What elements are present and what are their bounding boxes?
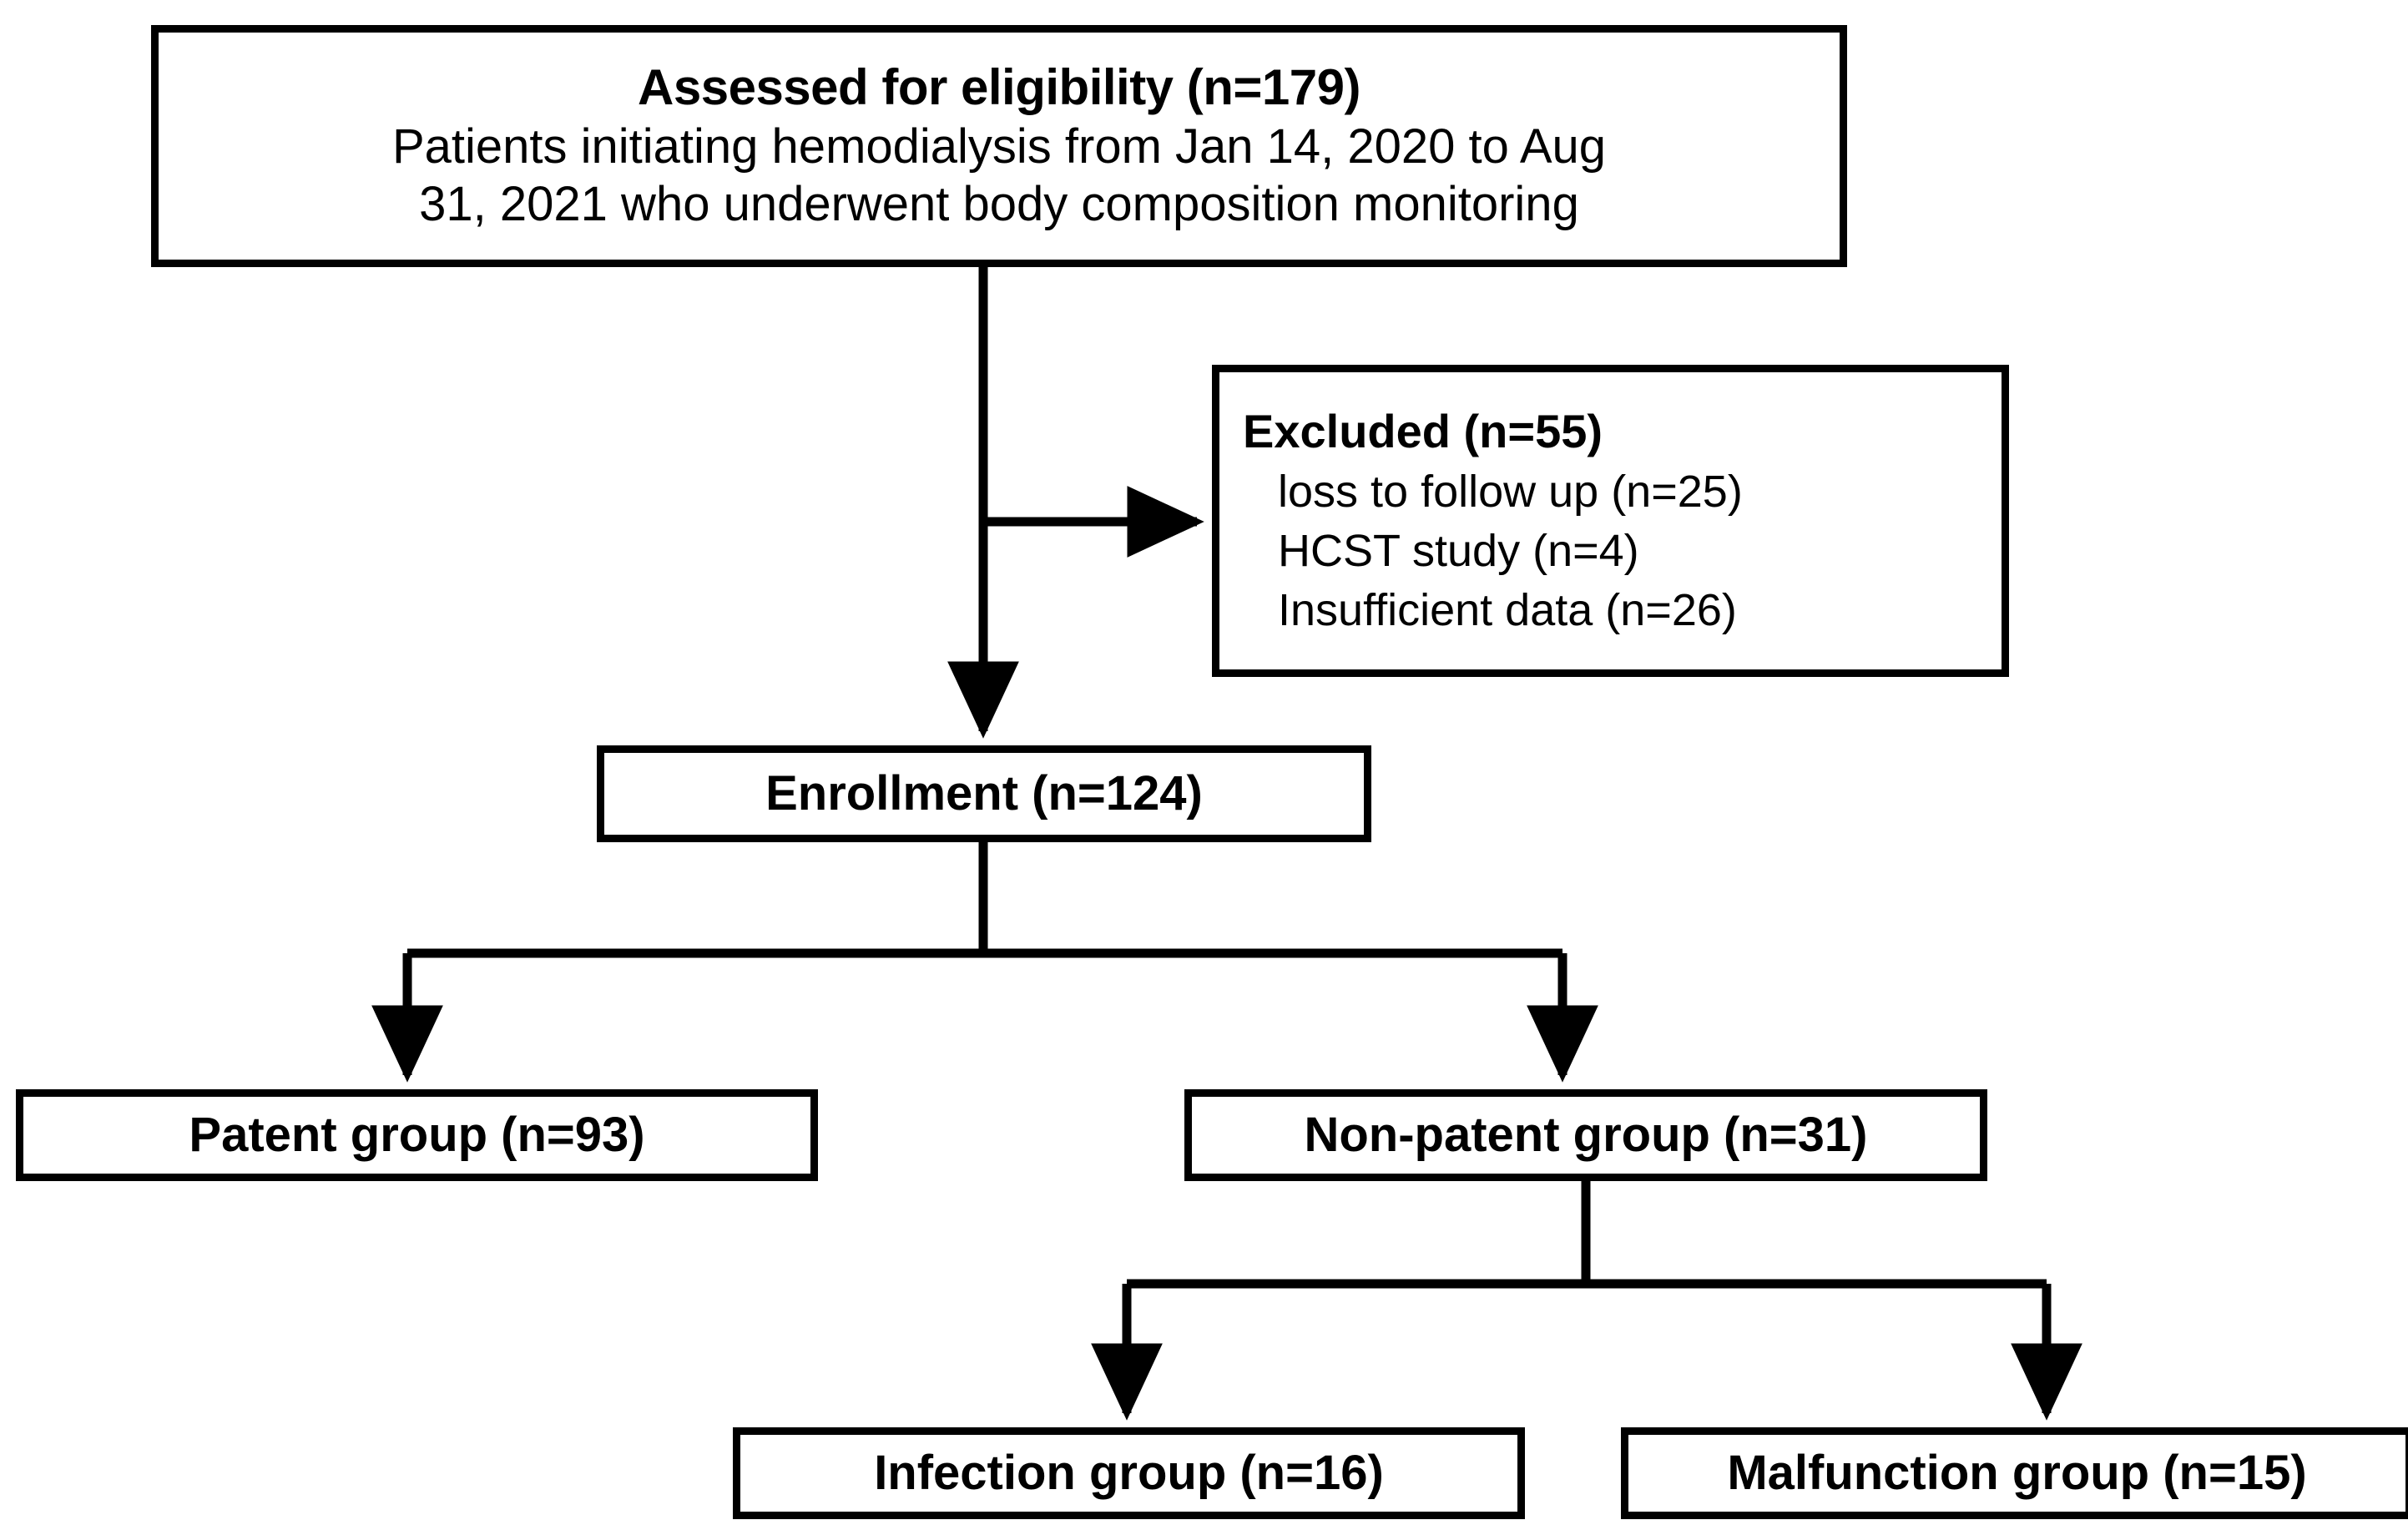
node-malfunction-group[interactable]: Malfunction group (n=15) xyxy=(1621,1427,2408,1519)
node-enrollment[interactable]: Enrollment (n=124) xyxy=(597,745,1371,842)
node-excluded-reason-insufficient-data: Insufficient data (n=26) xyxy=(1278,585,1737,636)
node-infection-group[interactable]: Infection group (n=16) xyxy=(733,1427,1525,1519)
node-assessed-title: Assessed for eligibility (n=179) xyxy=(638,59,1360,115)
edge-enrollment-fork xyxy=(371,842,1598,1083)
node-excluded-title: Excluded (n=55) xyxy=(1243,404,1603,457)
node-infection-group-title: Infection group (n=16) xyxy=(874,1446,1384,1500)
node-excluded-reason-loss-to-follow-up: loss to follow up (n=25) xyxy=(1278,466,1743,517)
node-non-patent-group-title: Non-patent group (n=31) xyxy=(1304,1108,1868,1162)
node-enrollment-title: Enrollment (n=124) xyxy=(765,766,1203,821)
node-excluded[interactable]: Excluded (n=55) loss to follow up (n=25)… xyxy=(1212,365,2009,677)
node-assessed-body-line-2: 31, 2021 who underwent body composition … xyxy=(419,177,1579,232)
node-assessed-for-eligibility[interactable]: Assessed for eligibility (n=179) Patient… xyxy=(151,25,1847,267)
node-patent-group[interactable]: Patent group (n=93) xyxy=(16,1089,818,1181)
node-patent-group-title: Patent group (n=93) xyxy=(189,1108,645,1162)
node-malfunction-group-title: Malfunction group (n=15) xyxy=(1727,1446,2307,1500)
node-non-patent-group[interactable]: Non-patent group (n=31) xyxy=(1184,1089,1987,1181)
node-assessed-body-line-1: Patients initiating hemodialysis from Ja… xyxy=(391,119,1607,174)
edge-nonpatent-fork xyxy=(1091,1181,2082,1421)
node-excluded-reason-hcst-study: HCST study (n=4) xyxy=(1278,525,1639,576)
